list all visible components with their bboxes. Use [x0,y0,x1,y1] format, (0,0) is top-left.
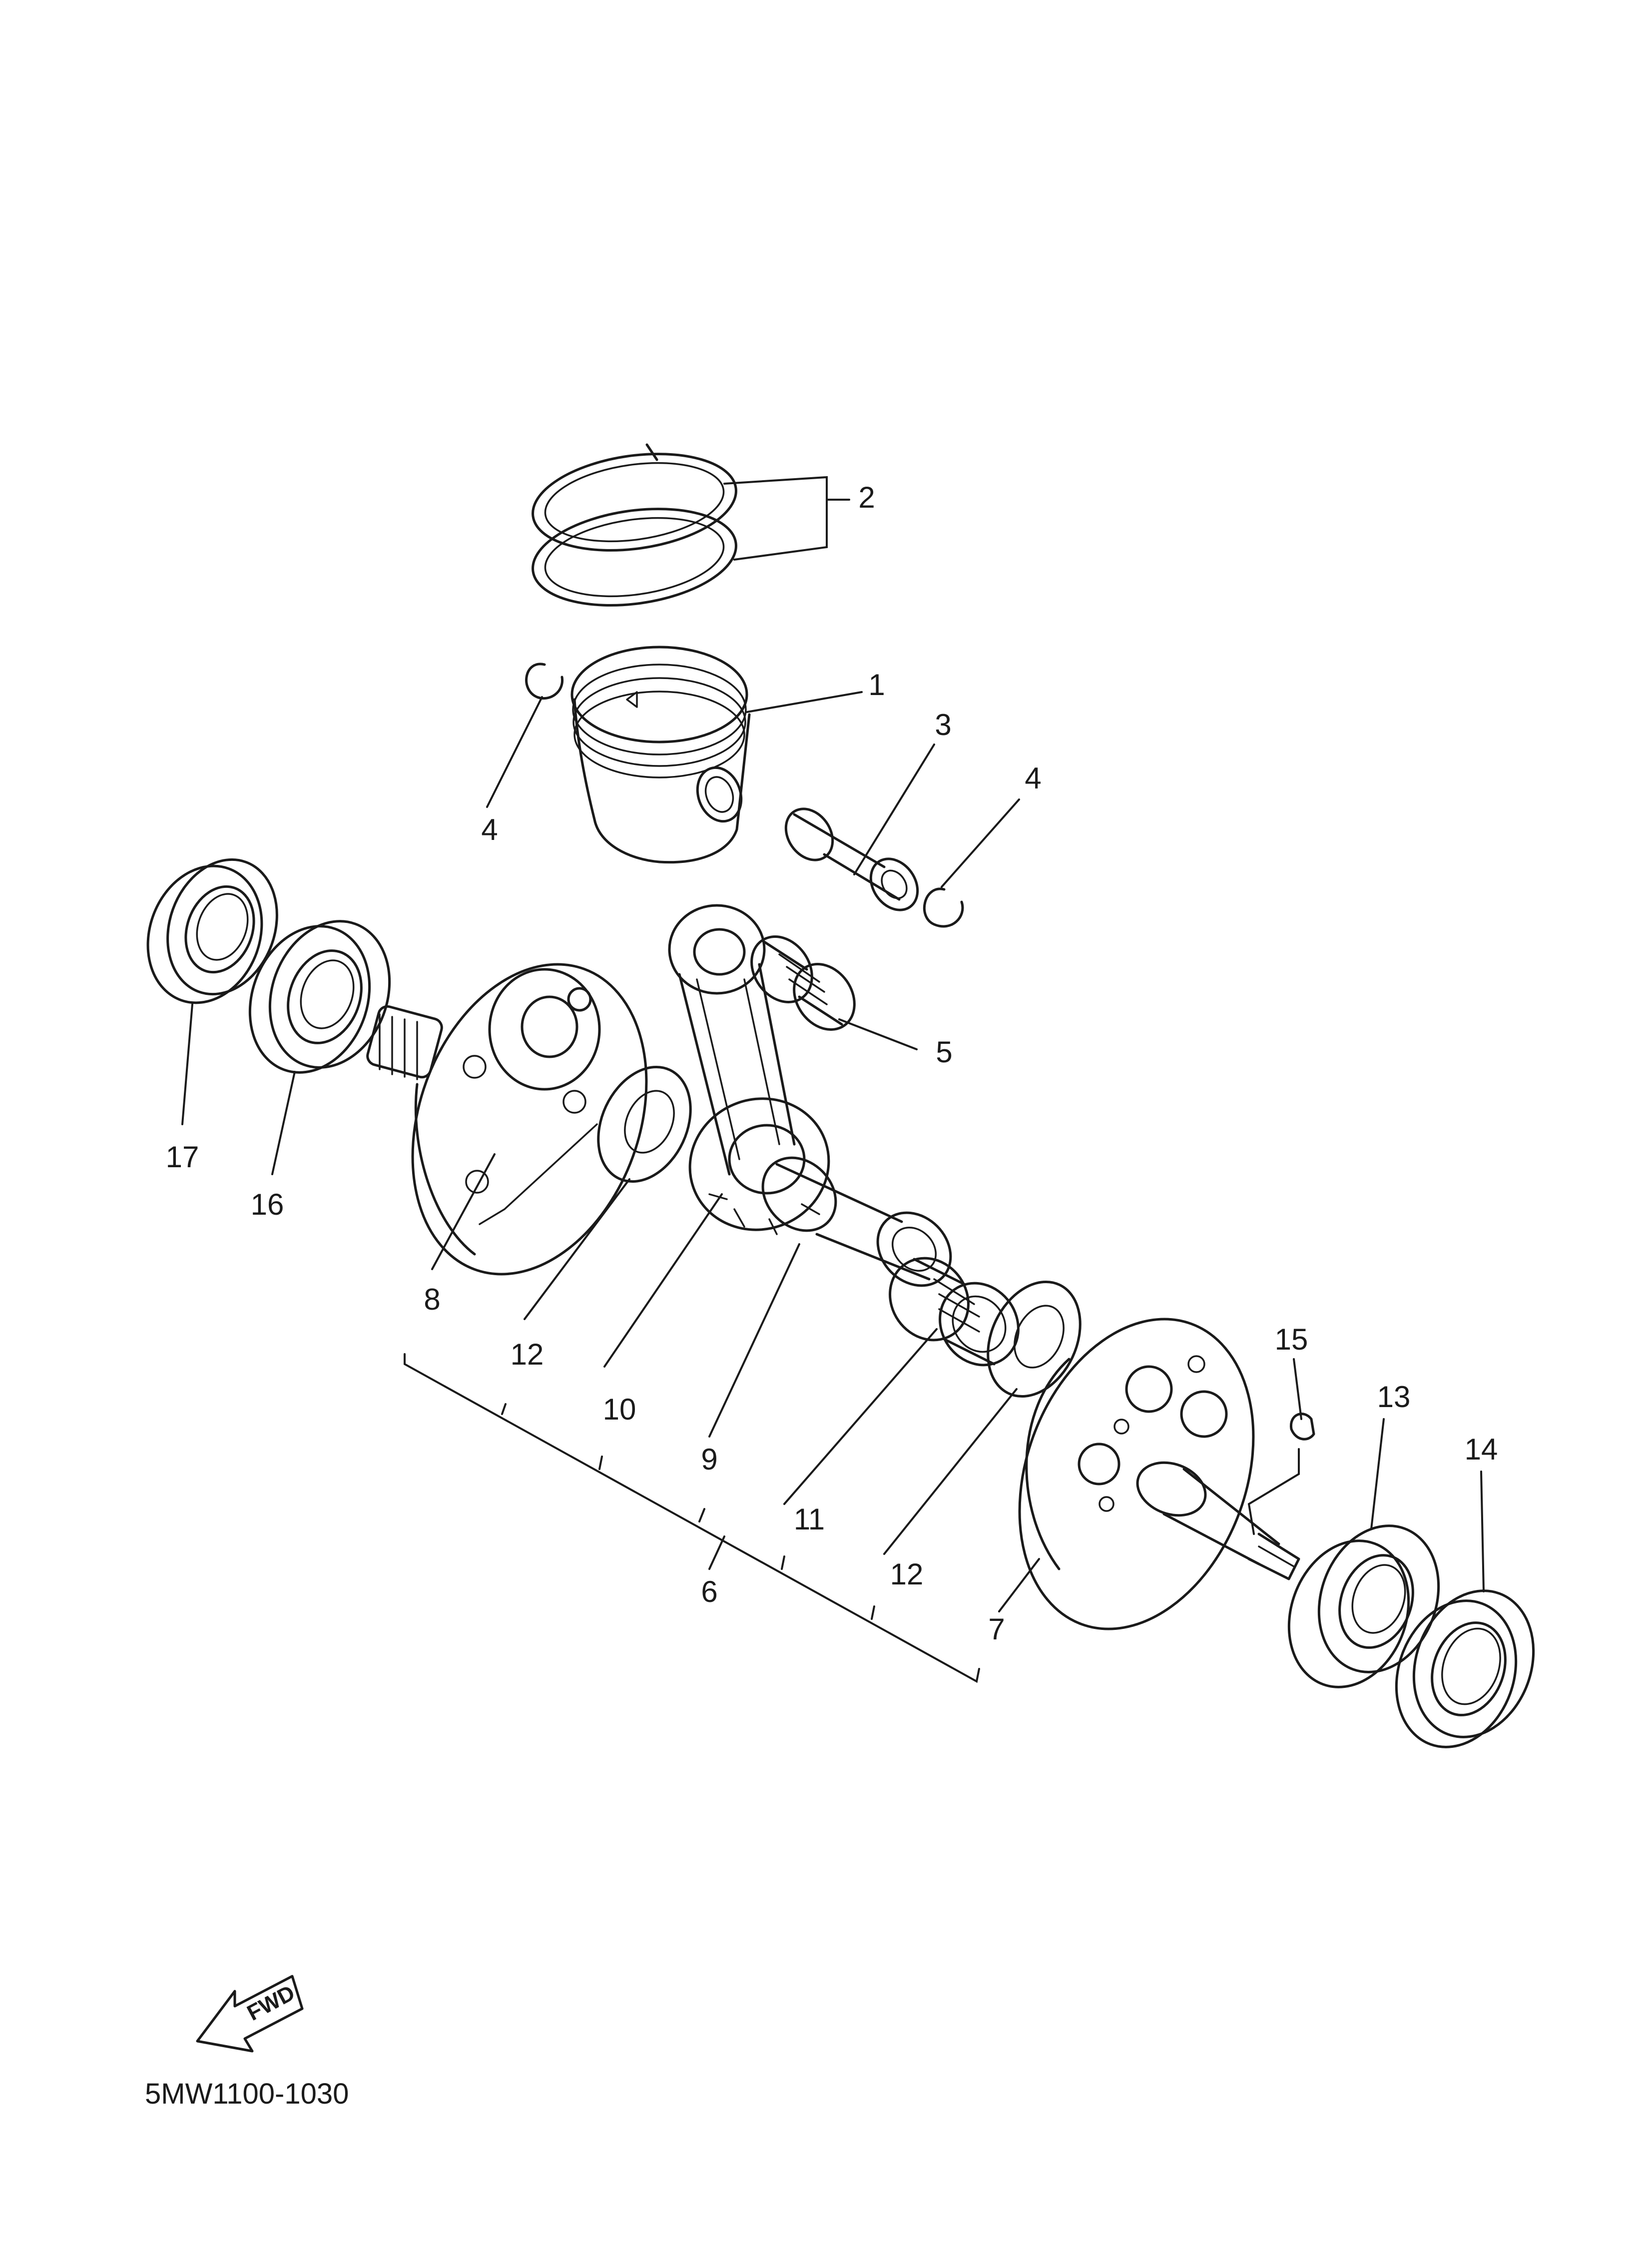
label-part-6: 6 [701,1575,717,1608]
crank-right-shaft [1136,1461,1300,1580]
label-part-2: 2 [858,481,875,514]
label-part-8: 8 [424,1283,440,1316]
label-part-17: 17 [166,1140,199,1174]
label-part-4-left: 4 [481,813,498,846]
crank-left [366,963,648,1276]
connecting-rod [668,904,830,1235]
drawing-code: 5MW1100-1030 [145,2078,349,2110]
label-part-11: 11 [794,1503,825,1536]
piston-pin [784,807,919,911]
small-end-bearing [750,935,856,1031]
thrust-washer-left [597,1065,692,1183]
crank-pin [761,1156,952,1287]
oil-seal-right [1395,1589,1535,1748]
label-part-13: 13 [1377,1380,1411,1414]
part-labels: 2 1 3 4 4 5 17 16 8 12 10 9 11 6 12 7 15… [166,481,1498,1646]
piston-pin-clip-right [923,887,964,928]
piston [570,646,751,864]
label-part-14: 14 [1465,1433,1498,1466]
crank-right [1018,1318,1300,1630]
woodruff-key [1290,1413,1315,1441]
label-part-3: 3 [935,708,951,742]
fwd-arrow-icon [196,1975,304,2053]
label-part-1: 1 [868,668,885,702]
label-part-4-right: 4 [1025,761,1041,795]
label-part-9: 9 [701,1443,717,1476]
piston-pin-clip-left [525,663,563,700]
oil-seal-left [146,858,278,1004]
label-part-12-right: 12 [890,1557,924,1591]
label-part-10: 10 [603,1393,636,1426]
label-part-15: 15 [1275,1323,1308,1356]
big-end-bearing [889,1257,1020,1367]
main-bearing-right [1287,1524,1440,1688]
label-part-7: 7 [988,1612,1005,1646]
leader-lines [181,476,1485,1683]
piston-rings [532,443,737,607]
thrust-washer-right [987,1280,1082,1398]
main-bearing-left [248,920,391,1074]
crank-left-spline-shaft [366,1005,443,1080]
label-part-12-left: 12 [511,1338,544,1371]
label-part-5: 5 [936,1035,952,1069]
label-part-16: 16 [251,1188,284,1221]
forward-direction-indicator: FWD [196,1975,304,2053]
